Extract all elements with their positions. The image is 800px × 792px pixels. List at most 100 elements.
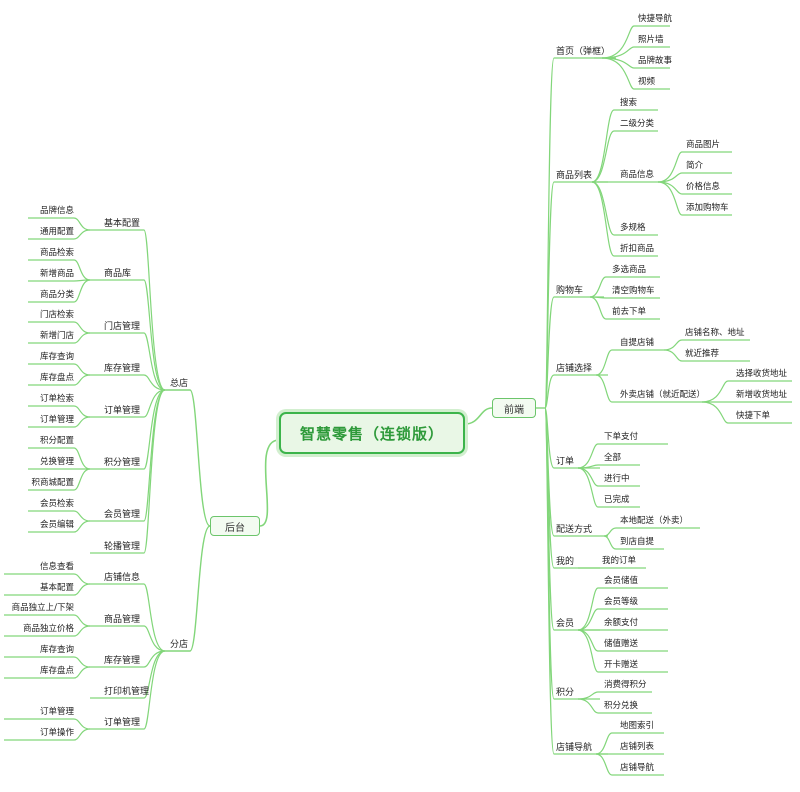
branch-group-0-item-0[interactable]: 信息查看	[39, 562, 74, 572]
front-list-item-0[interactable]: 搜索	[620, 98, 638, 108]
hq-group-1-label[interactable]: 商品库	[104, 269, 132, 279]
branch-group-2-item-0[interactable]: 库存查询	[39, 645, 74, 655]
branch-group-line	[90, 625, 166, 652]
front-store-item-1[interactable]: 外卖店铺（就近配送）	[620, 390, 706, 400]
front-delivery-item-1[interactable]: 新增收货地址	[736, 390, 788, 400]
front-home-item-3[interactable]: 视频	[638, 77, 656, 87]
branch-group-0-item-1[interactable]: 基本配置	[39, 583, 74, 593]
front-group-5-label[interactable]: 配送方式	[556, 525, 593, 535]
connector-line	[663, 349, 750, 362]
branch-group-0-label[interactable]: 店铺信息	[104, 573, 141, 583]
hq-group-1-item-0[interactable]: 商品检索	[39, 248, 74, 258]
front-cart-item-2[interactable]: 前去下单	[612, 307, 647, 317]
front-delivery-item-2[interactable]: 快捷下单	[736, 411, 771, 421]
front-group-6-label[interactable]: 我的	[556, 557, 575, 567]
hq-group-5-label[interactable]: 积分管理	[104, 458, 141, 468]
branch-group-4-label[interactable]: 订单管理	[104, 718, 141, 728]
hq-group-5-item-2[interactable]: 积商城配置	[31, 478, 74, 488]
front-member-item-4[interactable]: 开卡赠送	[604, 660, 639, 670]
front-group-3-label[interactable]: 店铺选择	[556, 364, 593, 374]
front-product-info-item-3[interactable]: 添加购物车	[686, 203, 729, 213]
front-home-item-1[interactable]: 照片墙	[638, 35, 664, 45]
front-home-item-2[interactable]: 品牌故事	[638, 56, 673, 66]
front-group-0-label[interactable]: 首页（弹框）	[556, 47, 611, 57]
front-points-item-1[interactable]: 积分兑换	[604, 701, 639, 711]
front-mine-item-0[interactable]: 我的订单	[602, 556, 637, 566]
front-order-item-0[interactable]: 下单支付	[604, 432, 639, 442]
front-storenav-item-0[interactable]: 地图索引	[620, 721, 655, 731]
hq-group-4-item-0[interactable]: 订单检索	[39, 394, 74, 404]
hq-group-2-item-0[interactable]: 门店检索	[39, 310, 74, 320]
front-list-item-2[interactable]: 商品信息	[620, 170, 655, 180]
front-shipping-item-0[interactable]: 本地配送（外卖）	[620, 516, 689, 526]
front-list-item-4[interactable]: 折扣商品	[620, 244, 655, 254]
front-points-item-0[interactable]: 消费得积分	[604, 680, 647, 690]
branch-group-1-label[interactable]: 商品管理	[104, 615, 141, 625]
front-storenav-item-1[interactable]: 店铺列表	[620, 742, 655, 752]
hq-group-6-item-1[interactable]: 会员编辑	[39, 520, 74, 530]
front-member-item-2[interactable]: 余额支付	[604, 618, 639, 628]
hq-group-6-item-0[interactable]: 会员检索	[39, 499, 74, 509]
front-order-item-2[interactable]: 进行中	[604, 474, 630, 484]
hq-group-5-item-0[interactable]: 积分配置	[39, 436, 74, 446]
front-group-8-label[interactable]: 积分	[556, 688, 575, 698]
branch-group-4-item-0[interactable]: 订单管理	[39, 707, 74, 717]
front-cart-item-0[interactable]: 多选商品	[612, 265, 647, 275]
branch-group-2-item-1[interactable]: 库存盘点	[39, 666, 74, 676]
front-cart-item-1[interactable]: 清空购物车	[612, 286, 655, 296]
connector-line	[4, 625, 91, 637]
branch-group-1-item-1[interactable]: 商品独立价格	[22, 624, 74, 634]
hq-group-2-item-1[interactable]: 新增门店	[39, 331, 74, 341]
branch-group-1-item-0[interactable]: 商品独立上/下架	[11, 603, 74, 613]
front-home-item-0[interactable]: 快捷导航	[638, 14, 673, 24]
hq-group-0-label[interactable]: 基本配置	[104, 219, 141, 229]
front-group-7-label[interactable]: 会员	[556, 619, 575, 629]
front-order-item-1[interactable]: 全部	[604, 453, 622, 463]
front-group-4-label[interactable]: 订单	[556, 457, 575, 467]
branch-group-3-label[interactable]: 打印机管理	[104, 687, 150, 697]
front-store-item-0[interactable]: 自提店铺	[620, 338, 655, 348]
connector-line	[4, 573, 91, 585]
back-end-node[interactable]: 后台	[210, 516, 260, 536]
front-member-item-3[interactable]: 储值赠送	[604, 639, 639, 649]
front-delivery-item-0[interactable]: 选择收货地址	[736, 369, 788, 379]
front-list-item-1[interactable]: 二级分类	[620, 119, 655, 129]
branch-label[interactable]: 分店	[170, 640, 189, 650]
central-topic[interactable]: 智慧零售（连锁版）	[279, 412, 465, 454]
front-product-info-item-2[interactable]: 价格信息	[686, 182, 721, 192]
front-list-item-3[interactable]: 多规格	[620, 223, 646, 233]
front-group-9-label[interactable]: 店铺导航	[556, 743, 593, 753]
hq-group-3-item-0[interactable]: 库存查询	[39, 352, 74, 362]
hq-group-4-label[interactable]: 订单管理	[104, 406, 141, 416]
hq-group-2-label[interactable]: 门店管理	[104, 322, 141, 332]
connector-line	[28, 229, 91, 240]
branch-group-4-item-1[interactable]: 订单操作	[39, 728, 74, 738]
connector-line	[589, 296, 660, 320]
front-shipping-item-1[interactable]: 到店自提	[620, 537, 655, 547]
front-member-item-0[interactable]: 会员储值	[604, 576, 639, 586]
hq-group-1-item-2[interactable]: 商品分类	[39, 290, 74, 300]
connector-line	[577, 698, 652, 714]
hq-group-3-label[interactable]: 库存管理	[104, 364, 141, 374]
front-product-info-item-0[interactable]: 商品图片	[686, 140, 721, 150]
front-end-node[interactable]: 前端	[492, 398, 536, 418]
hq-group-5-item-1[interactable]: 兑换管理	[39, 457, 74, 467]
front-group-2-label[interactable]: 购物车	[556, 286, 584, 296]
hq-group-1-item-1[interactable]: 新增商品	[39, 269, 74, 279]
hq-group-0-item-0[interactable]: 品牌信息	[39, 206, 74, 216]
branch-group-2-label[interactable]: 库存管理	[104, 656, 141, 666]
front-pickup-item-1[interactable]: 就近推荐	[685, 349, 720, 359]
hq-group-6-label[interactable]: 会员管理	[104, 510, 141, 520]
hq-label[interactable]: 总店	[170, 379, 189, 389]
front-order-item-3[interactable]: 已完成	[604, 495, 630, 505]
hq-group-3-item-1[interactable]: 库存盘点	[39, 373, 74, 383]
front-group-1-label[interactable]: 商品列表	[556, 171, 593, 181]
front-pickup-item-0[interactable]: 店铺名称、地址	[685, 328, 745, 338]
hq-group-0-item-1[interactable]: 通用配置	[39, 227, 74, 237]
front-member-item-1[interactable]: 会员等级	[604, 597, 639, 607]
front-storenav-item-2[interactable]: 店铺导航	[620, 763, 655, 773]
hq-group-7-label[interactable]: 轮播管理	[104, 542, 141, 552]
front-product-info-item-1[interactable]: 简介	[686, 161, 704, 171]
hq-group-4-item-1[interactable]: 订单管理	[39, 415, 74, 425]
